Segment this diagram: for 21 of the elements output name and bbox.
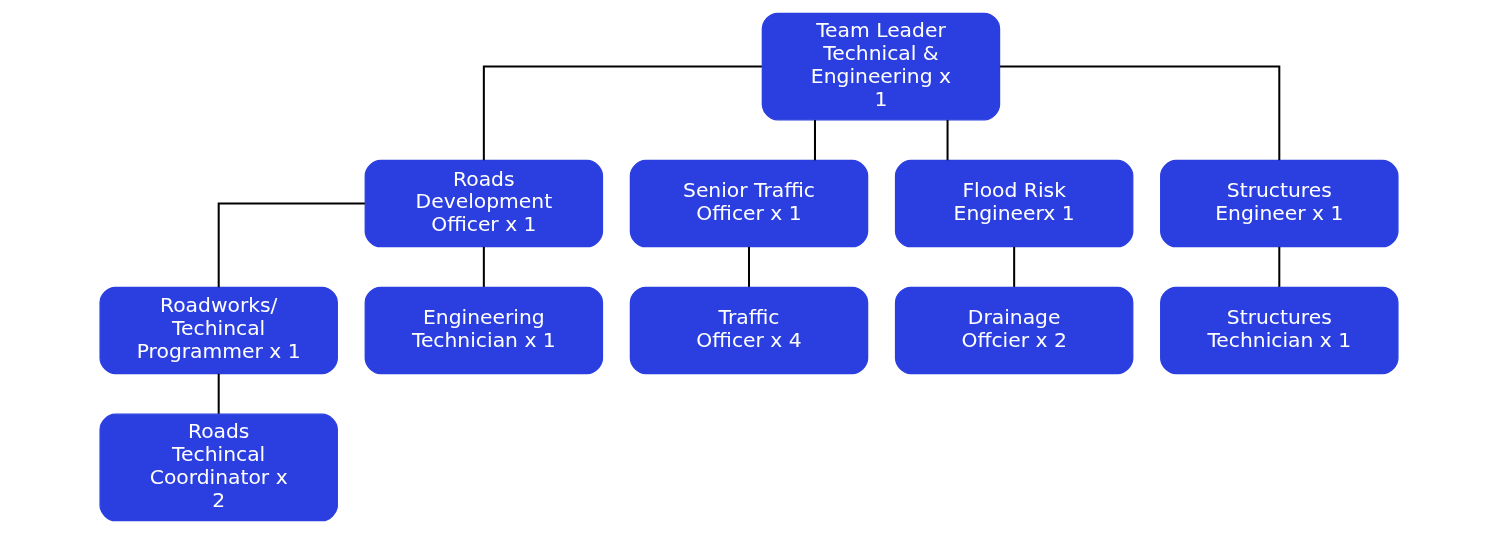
connector	[999, 65, 1281, 161]
connector	[217, 202, 365, 288]
node-box: Flood Risk Engineerx 1	[894, 159, 1134, 248]
connector	[482, 246, 485, 287]
connector	[217, 373, 220, 414]
node-box: Team Leader Technical & Engineering x 1	[761, 12, 1001, 121]
node-box: Roads Development Officer x 1	[364, 159, 604, 248]
node-box: Drainage Offcier x 2	[894, 286, 1134, 375]
node-box: Roadworks/ Techincal Programmer x 1	[99, 286, 338, 375]
node-box: Roads Techincal Coordinator x 2	[99, 413, 338, 522]
connector	[748, 246, 750, 287]
connector	[1013, 246, 1016, 287]
node-box: Structures Engineer x 1	[1160, 159, 1399, 248]
connector	[1278, 246, 1281, 287]
node-box: Structures Technician x 1	[1160, 286, 1399, 375]
connector	[946, 119, 949, 161]
node-box: Engineering Technician x 1	[364, 286, 604, 375]
connector	[482, 65, 762, 161]
connector	[813, 119, 816, 161]
node-box: Traffic Officer x 4	[629, 286, 869, 375]
node-box: Senior Traffic Officer x 1	[629, 159, 869, 248]
